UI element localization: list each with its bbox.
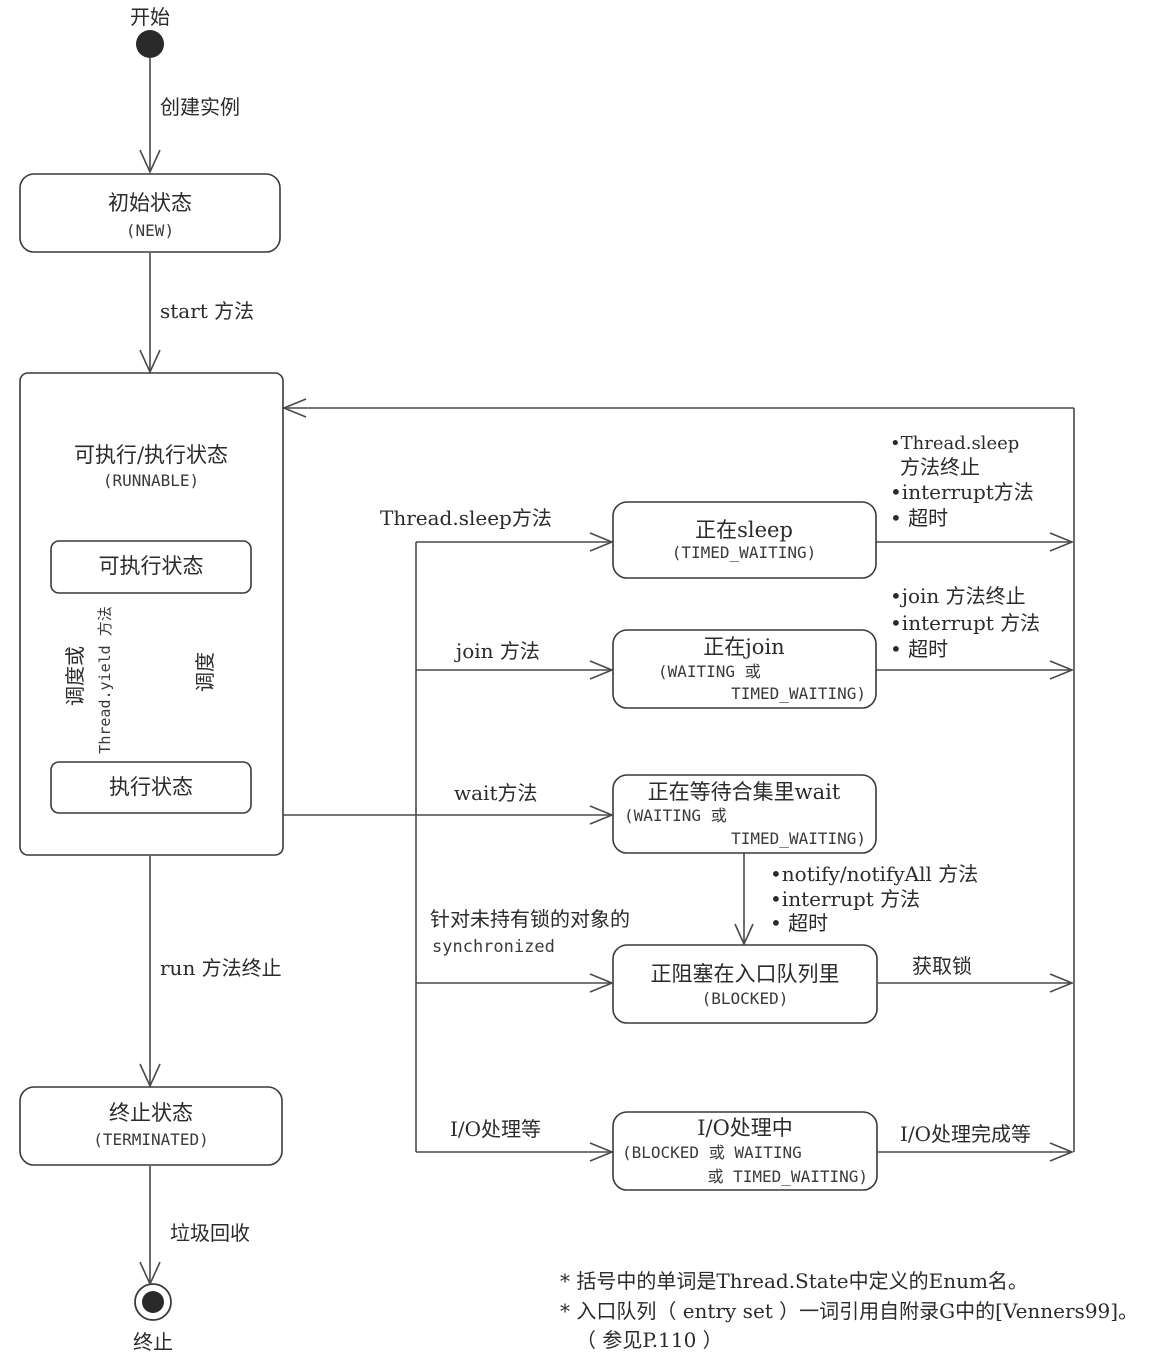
state-ready-box [50, 540, 252, 594]
edge-sleep-exit-label-1: •Thread.sleep [890, 433, 1019, 454]
edge-io-exit-arrowhead [1049, 1142, 1075, 1162]
footnote-3: （ 参见P.110 ） [576, 1328, 723, 1352]
edge-create-arrowhead [139, 149, 161, 174]
state-join-box [612, 629, 877, 709]
state-join-code-2: TIMED_WAITING) [731, 684, 866, 703]
edge-to-blocked-label-1: 针对未持有锁的对象的 [430, 907, 630, 931]
state-running-title: 执行状态 [109, 775, 193, 799]
edge-join-exit-label-2: •interrupt 方法 [890, 611, 1040, 635]
edge-to-sleep-label: Thread.sleep方法 [380, 506, 552, 530]
edge-to-io-label: I/O处理等 [450, 1117, 541, 1141]
edge-join-exit-label-3: • 超时 [890, 637, 948, 661]
state-sleep-code: (TIMED_WAITING) [672, 543, 817, 562]
edge-wait-exit-arrowhead [734, 923, 754, 946]
state-blocked-title: 正阻塞在入口队列里 [651, 962, 840, 986]
edge-gc-label: 垃圾回收 [170, 1221, 250, 1245]
edge-to-blocked-arrowhead [589, 973, 615, 993]
state-wait-code-2: TIMED_WAITING) [731, 829, 866, 848]
state-terminated-title: 终止状态 [109, 1101, 193, 1125]
edge-schedule-label: 调度 [193, 652, 217, 692]
state-new-box [19, 173, 281, 253]
edge-blocked-exit-arrowhead [1049, 973, 1075, 993]
edge-to-wait-label: wait方法 [454, 781, 537, 805]
footnote-2: * 入口队列（ entry set ）一词引用自附录G中的[Venners99]… [560, 1299, 1138, 1323]
state-join-title: 正在join [703, 635, 784, 659]
state-io-code-2: 或 TIMED_WAITING) [708, 1167, 869, 1186]
edge-join-exit-arrowhead [1049, 660, 1075, 680]
edge-run-end-arrowhead [139, 1063, 161, 1088]
edge-join-exit-label-1: •join 方法终止 [890, 584, 1026, 608]
state-blocked-box [612, 944, 878, 1024]
end-label: 终止 [133, 1330, 173, 1354]
edge-run-end-label: run 方法终止 [160, 956, 282, 980]
state-wait-title: 正在等待合集里wait [648, 780, 841, 804]
edge-to-join-arrowhead [589, 660, 615, 680]
edge-to-sleep-arrowhead [589, 532, 615, 552]
state-io-code-1: (BLOCKED 或 WAITING [622, 1143, 802, 1162]
edge-start-label: start 方法 [160, 299, 254, 323]
edge-to-wait-arrowhead [589, 805, 615, 825]
state-io-box [612, 1111, 878, 1191]
end-node [142, 1291, 164, 1313]
state-join-code-1: (WAITING 或 [658, 662, 761, 681]
state-new-code: (NEW) [126, 221, 174, 240]
start-node [136, 30, 164, 58]
state-ready-title: 可执行状态 [99, 554, 204, 578]
edge-schedule-or-label: 调度或 [63, 646, 87, 706]
edge-wait-exit-label-2: •interrupt 方法 [770, 887, 920, 911]
edge-return-arrowhead [281, 398, 307, 418]
state-terminated-box [19, 1086, 283, 1166]
state-wait-code-1: (WAITING 或 [624, 806, 727, 825]
edge-sleep-exit-label-4: • 超时 [890, 506, 948, 530]
state-io-title: I/O处理中 [697, 1116, 793, 1140]
state-terminated-code: (TERMINATED) [93, 1130, 209, 1149]
edge-yield-label: Thread.yield 方法 [96, 606, 114, 753]
edge-to-join-label: join 方法 [454, 639, 540, 663]
start-label: 开始 [130, 5, 170, 29]
edge-sleep-exit-arrowhead [1049, 532, 1075, 552]
edge-wait-exit-label-3: • 超时 [770, 911, 828, 935]
edge-sleep-exit-label-3: •interrupt方法 [890, 480, 1034, 504]
state-runnable-code: (RUNNABLE) [103, 471, 199, 490]
edge-wait-exit-label-1: •notify/notifyAll 方法 [770, 862, 978, 886]
state-runnable-box [19, 372, 284, 856]
footnote-1: * 括号中的单词是Thread.State中定义的Enum名。 [560, 1269, 1028, 1293]
edge-io-exit-label: I/O处理完成等 [900, 1122, 1031, 1146]
state-running-box [50, 761, 252, 814]
state-sleep-title: 正在sleep [695, 518, 793, 542]
edge-to-blocked-label-2: synchronized [432, 937, 555, 957]
edge-sleep-exit-label-2: 方法终止 [900, 455, 980, 479]
state-runnable-title: 可执行/执行状态 [74, 443, 228, 467]
edge-start-arrowhead [139, 349, 161, 374]
state-blocked-code: (BLOCKED) [702, 989, 789, 1008]
state-wait-box [612, 774, 877, 854]
state-sleep-box [612, 501, 877, 579]
edge-blocked-exit-label: 获取锁 [912, 954, 972, 978]
edge-to-io-arrowhead [589, 1142, 615, 1162]
state-new-title: 初始状态 [108, 191, 192, 215]
edge-create-label: 创建实例 [160, 95, 240, 119]
